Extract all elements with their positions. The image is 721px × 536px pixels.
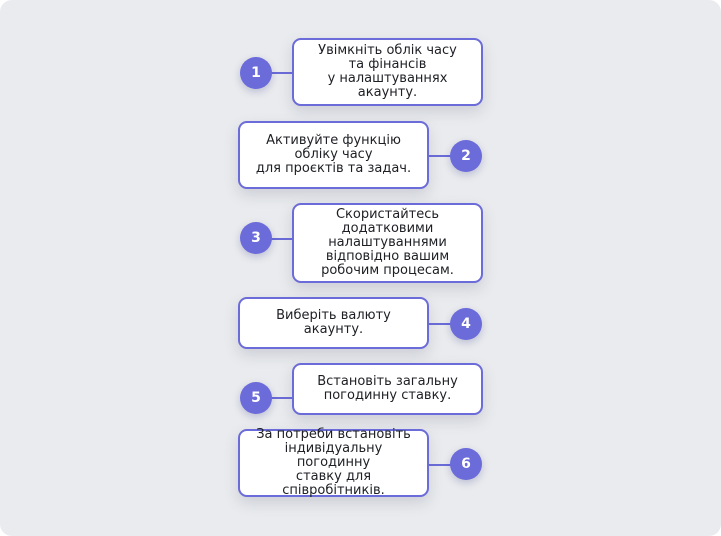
step-5-badge: 5 <box>240 382 272 414</box>
step-3-badge: 3 <box>240 222 272 254</box>
step-3-connector <box>268 238 294 240</box>
step-6-text: За потреби встановіть індивідуальну пого… <box>256 427 411 498</box>
step-6-connector <box>427 464 453 466</box>
step-4-number: 4 <box>461 316 471 332</box>
step-6-number: 6 <box>461 456 471 472</box>
step-2-badge: 2 <box>450 140 482 172</box>
step-3-text: Скористайтесь додатковими налаштуваннями… <box>321 207 454 278</box>
step-1-badge: 1 <box>240 57 272 89</box>
step-4-connector <box>427 323 453 325</box>
step-3-box: Скористайтесь додатковими налаштуваннями… <box>292 203 483 283</box>
step-6-badge: 6 <box>450 448 482 480</box>
step-2-connector <box>427 155 453 157</box>
step-5-connector <box>268 397 294 399</box>
step-3-number: 3 <box>251 230 261 246</box>
step-1-text: Увімкніть облік часу та фінансів у налаш… <box>318 43 457 100</box>
step-5-number: 5 <box>251 390 261 406</box>
step-6-box: За потреби встановіть індивідуальну пого… <box>238 427 429 498</box>
step-1-number: 1 <box>251 65 261 81</box>
step-4-text: Виберіть валюту акаунту. <box>276 308 391 337</box>
step-1-connector <box>268 72 294 74</box>
step-5-box: Встановіть загальну погодинну ставку. <box>292 363 483 415</box>
step-4-badge: 4 <box>450 308 482 340</box>
step-2-number: 2 <box>461 148 471 164</box>
step-5-text: Встановіть загальну погодинну ставку. <box>317 374 458 403</box>
step-2-text: Активуйте функцію обліку часу для проєкт… <box>255 133 412 176</box>
step-2-box: Активуйте функцію обліку часу для проєкт… <box>238 121 429 189</box>
step-1-box: Увімкніть облік часу та фінансів у налаш… <box>292 38 483 106</box>
step-4-box: Виберіть валюту акаунту. <box>238 297 429 349</box>
